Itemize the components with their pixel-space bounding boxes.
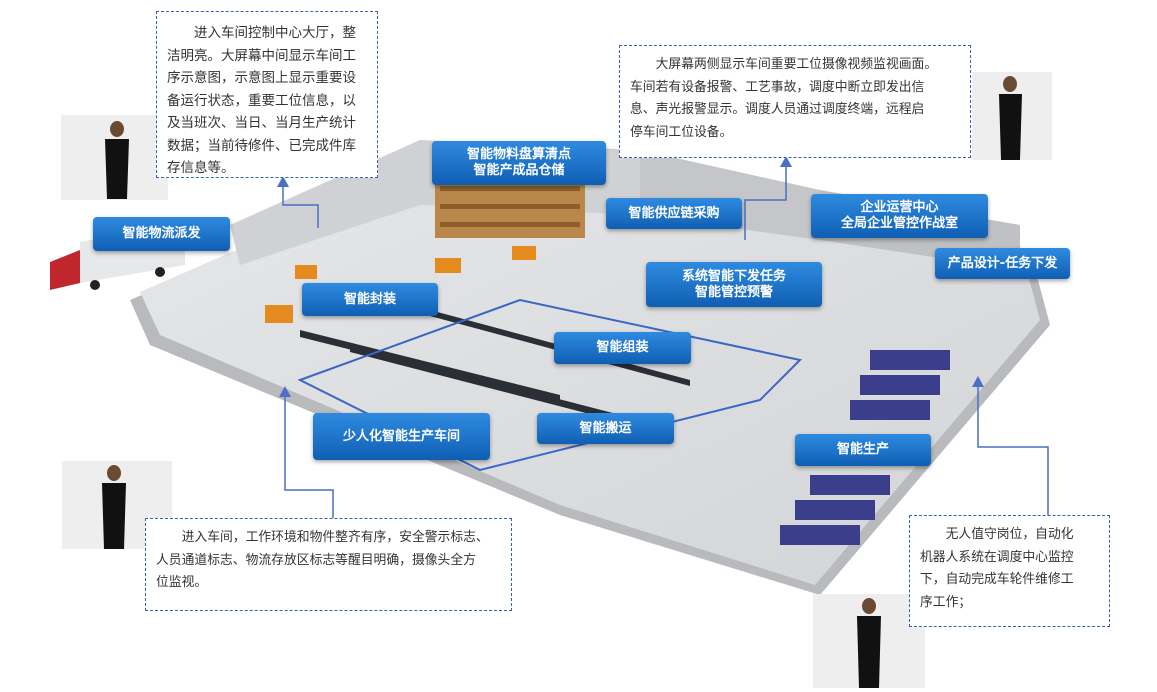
label-text: 智能封装 <box>343 291 396 307</box>
person-figure-top-right <box>972 72 1052 160</box>
label-packaging: 智能封装 <box>302 283 438 316</box>
label-design: 产品设计-任务下发 <box>935 248 1070 279</box>
forklift <box>435 258 461 273</box>
label-production: 智能生产 <box>795 434 931 466</box>
note-line: 大屏幕两侧显示车间重要工位摄像视频监视画面。 <box>655 57 938 72</box>
arrow-up-icon <box>277 176 289 187</box>
label-line: 智能产成品仓储 <box>473 163 565 178</box>
label-procurement: 智能供应链采购 <box>606 198 742 229</box>
label-assembly: 智能组装 <box>554 332 691 364</box>
note-workshop: 进入车间，工作环境和物件整齐有序，安全警示标志、 人员通道标志、物流存放区标志等… <box>145 518 512 611</box>
forklift <box>512 246 536 260</box>
connector-top-left <box>282 183 319 228</box>
label-handling: 智能搬运 <box>537 413 674 444</box>
note-line: 位监视。 <box>156 575 208 590</box>
note-line: 洁明亮。大屏幕中间显示车间工 <box>167 47 356 64</box>
note-line: 车间若有设备报警、工艺事故，调度中断立即发出信 <box>630 79 925 95</box>
note-big-screen: 大屏幕两侧显示车间重要工位摄像视频监视画面。 车间若有设备报警、工艺事故，调度中… <box>619 45 971 158</box>
label-workshop: 少人化智能生产车间 <box>313 413 490 460</box>
robot-cells <box>780 350 950 545</box>
note-line: 备运行状态，重要工位信息，以 <box>167 92 356 109</box>
label-line: 系统智能下发任务 <box>681 268 786 284</box>
label-warehouse: 智能物料盘算清点 智能产成品仓储 <box>432 141 606 185</box>
label-text: 智能组装 <box>596 340 649 355</box>
forklift <box>265 305 293 323</box>
person-figure-top-left <box>61 115 168 200</box>
warehouse-racks <box>435 178 585 238</box>
label-line: 智能管控预警 <box>694 284 773 300</box>
note-line: 停车间工位设备。 <box>630 124 733 140</box>
arrow-up-icon <box>780 156 792 167</box>
label-text: 智能供应链采购 <box>628 205 720 221</box>
note-line: 无人值守岗位，自动化 <box>945 527 1074 542</box>
note-line: 下，自动完成车轮件维修工 <box>920 572 1074 587</box>
note-unmanned: 无人值守岗位，自动化 机器人系统在调度中心监控 下，自动完成车轮件维修工 序工作… <box>909 515 1110 627</box>
label-text: 智能搬运 <box>579 420 632 436</box>
label-text: 产品设计-任务下发 <box>947 255 1058 271</box>
person-figure-bottom-right <box>813 594 925 688</box>
forklift <box>295 265 317 279</box>
note-line: 进入车间，工作环境和物件整齐有序，安全警示标志、 <box>181 530 489 545</box>
note-line: 人员通道标志、物流存放区标志等醒目明确，摄像头全方 <box>156 552 476 568</box>
label-logistics: 智能物流派发 <box>93 217 230 251</box>
label-text: 智能物流派发 <box>122 226 201 241</box>
note-line: 机器人系统在调度中心监控 <box>920 549 1074 565</box>
label-line: 企业运营中心 <box>860 200 939 215</box>
arrow-up-icon <box>972 376 984 387</box>
label-text: 智能生产 <box>836 442 889 457</box>
note-line: 及当班次、当日、当月生产统计 <box>167 115 356 131</box>
note-line: 数据；当前待修件、已完成件库 <box>167 137 356 154</box>
label-line: 全局企业管控作战室 <box>840 216 958 231</box>
arrow-up-icon <box>279 386 291 397</box>
label-text: 少人化智能生产车间 <box>342 428 460 444</box>
label-line: 智能物料盘算清点 <box>466 147 571 162</box>
note-line: 存信息等。 <box>167 160 235 176</box>
label-ops-center: 企业运营中心 全局企业管控作战室 <box>811 194 988 238</box>
label-task-dispatch: 系统智能下发任务 智能管控预警 <box>646 262 822 307</box>
note-line: 息、声光报警显示。调度人员通过调度终端，远程启 <box>630 102 925 117</box>
note-line: 序工作； <box>920 594 972 610</box>
note-line: 序示意图，示意图上显示重要设 <box>167 70 356 86</box>
note-line: 进入车间控制中心大厅，整 <box>194 25 356 41</box>
note-control-center: 进入车间控制中心大厅，整 洁明亮。大屏幕中间显示车间工 序示意图，示意图上显示重… <box>156 11 378 178</box>
connector-bottom-left <box>284 392 334 518</box>
connector-bottom-right <box>977 383 1049 515</box>
connector-top-right <box>744 163 787 240</box>
